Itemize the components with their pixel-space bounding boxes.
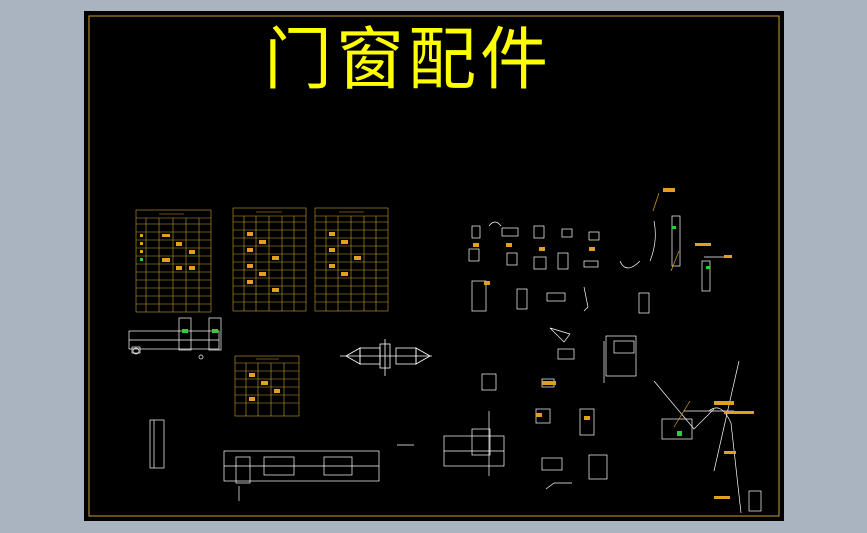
- hardware-accents: [473, 243, 595, 420]
- schedule-table-4-symbols: [249, 373, 280, 401]
- schedule-table-3-symbols: [329, 232, 361, 276]
- window-section-left-accent: [182, 329, 218, 333]
- schedule-table-4: [234, 355, 300, 417]
- schedule-table-2-symbols: [247, 232, 279, 292]
- cad-drawing: [88, 15, 780, 517]
- right-cluster: [603, 215, 762, 514]
- right-cluster-accents: [663, 188, 754, 499]
- schedule-table-1-symbols: [140, 234, 195, 270]
- schedule-table-3: [314, 207, 389, 312]
- right-cluster-orange-lines: [652, 192, 691, 428]
- window-section-left: [128, 317, 222, 360]
- schedule-table-1: [135, 209, 212, 313]
- schedule-table-2: [232, 207, 307, 312]
- page-title: 门窗配件: [264, 21, 553, 100]
- knob-drawing: [340, 339, 432, 376]
- drawing-canvas[interactable]: 门窗配件: [84, 11, 784, 521]
- middle-section: [443, 411, 505, 476]
- sheet-border: [88, 15, 780, 517]
- bottom-section: [223, 450, 380, 501]
- right-cluster-green: [672, 226, 710, 436]
- tall-profile: [149, 419, 165, 469]
